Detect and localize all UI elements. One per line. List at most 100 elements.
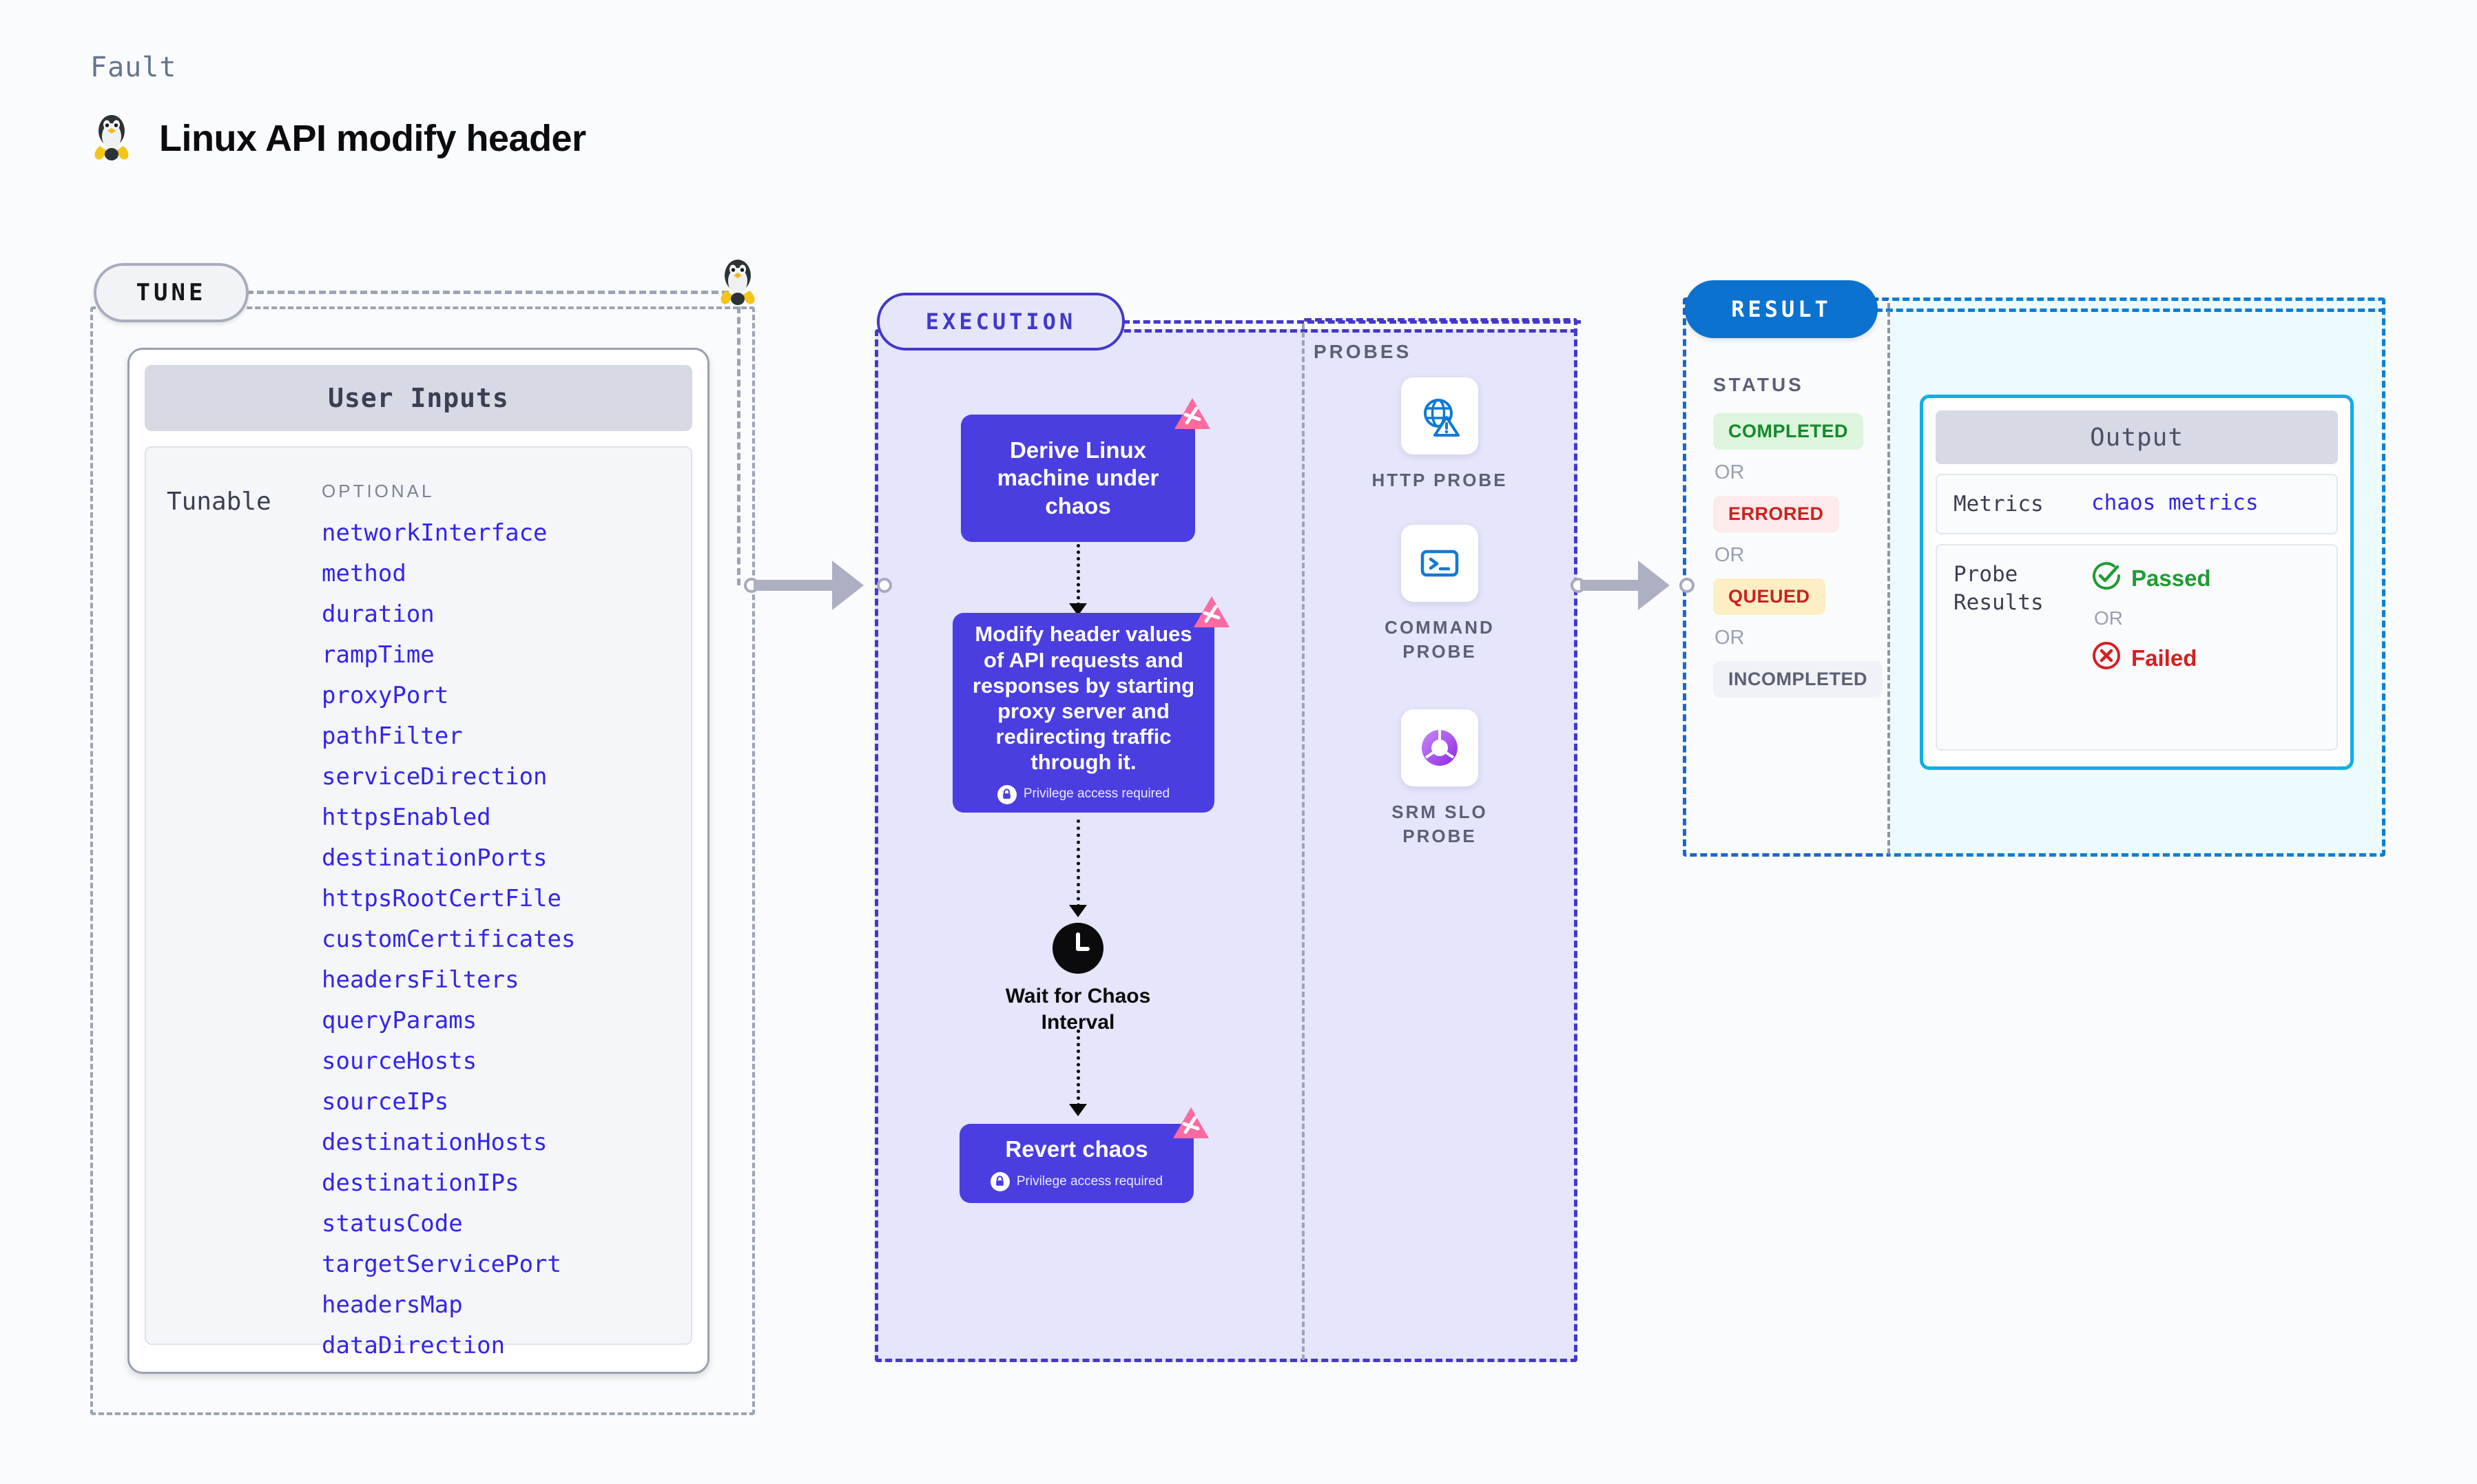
probes-divider [1302,324,1305,1360]
page-title: Linux API modify header [159,117,586,159]
privilege-text: Privilege access required [1023,786,1170,802]
param-item[interactable]: duration [322,600,435,628]
param-item[interactable]: proxyPort [322,682,449,709]
optional-label: OPTIONAL [322,481,435,501]
lock-icon [997,784,1017,804]
param-item[interactable]: httpsRootCertFile [322,885,561,912]
user-inputs-card: User Inputs Tunable OPTIONAL networkInte… [127,348,709,1374]
tunable-param-list: OPTIONAL networkInterface method duratio… [322,466,691,1357]
execution-node-modify[interactable]: Modify header values of API requests and… [953,596,1230,813]
passed-label: Passed [2131,565,2211,592]
wait-step-label: Wait for Chaos Interval [1005,985,1151,1034]
result-divider [1887,303,1890,854]
probe-label: SRM SLO PROBE [1391,802,1488,847]
probe-label: HTTP PROBE [1371,470,1508,490]
or-label: OR [1714,544,1745,566]
param-item[interactable]: rampTime [322,641,435,669]
status-badge-errored: ERRORED [1713,496,1839,532]
output-probe-results-row: Probe Results Passed OR [1936,544,2338,751]
privilege-text: Privilege access required [1016,1173,1163,1189]
flow-arrow [1077,819,1080,908]
tunable-group: Tunable OPTIONAL networkInterface method… [145,446,692,1357]
param-item[interactable]: dataDirection [322,1332,506,1359]
param-item[interactable]: queryParams [322,1007,477,1034]
chaos-badge-icon [1194,596,1230,627]
tune-pill[interactable]: TUNE [94,263,249,322]
param-item[interactable]: sourceHosts [322,1047,477,1075]
chaos-badge-icon [1174,398,1210,429]
donut-check-icon [1401,709,1478,786]
linux-penguin-icon [90,110,133,166]
probe-result-failed: Failed [2091,640,2211,676]
linux-penguin-icon [716,255,759,307]
execution-node-derive[interactable]: Derive Linux machine under chaos [961,398,1210,542]
execution-connector-line [1123,320,1581,324]
execution-pill[interactable]: EXECUTION [877,293,1125,351]
node-label: Revert chaos [1005,1136,1148,1162]
terminal-icon [1401,525,1478,602]
metrics-key: Metrics [1953,492,2044,516]
flow-arrow [1077,544,1080,606]
flow-arrow-head [1069,1104,1087,1116]
node-label: Derive Linux machine under chaos [997,437,1159,519]
or-label: OR [1714,627,1745,649]
probe-label: COMMAND PROBE [1385,617,1495,662]
param-item[interactable]: destinationHosts [322,1129,548,1156]
status-badge-completed: COMPLETED [1713,413,1864,450]
or-label: OR [2094,607,2123,629]
param-item[interactable]: sourceIPs [322,1088,449,1116]
wait-for-chaos-interval-step: Wait for Chaos Interval [1002,923,1154,1035]
failed-label: Failed [2131,645,2197,671]
lock-icon [990,1171,1010,1191]
param-item[interactable]: serviceDirection [322,763,548,791]
clock-icon [1053,923,1103,974]
result-status-region [1683,297,1889,857]
privilege-note: Privilege access required [990,1171,1163,1191]
chaos-badge-icon [1173,1107,1209,1138]
connector-tune-to-execution [744,558,892,613]
status-list: COMPLETED OR ERRORED OR QUEUED OR INCOMP… [1713,413,1883,698]
probe-http[interactable]: HTTP PROBE [1357,377,1522,492]
flow-arrow-head [1069,905,1087,917]
result-pill[interactable]: RESULT [1685,280,1878,338]
probe-result-passed: Passed [2091,561,2211,596]
privilege-note: Privilege access required [997,784,1170,804]
execution-node-revert[interactable]: Revert chaos Privilege access required [960,1107,1209,1203]
check-circle-icon [2091,561,2122,596]
tunable-label: Tunable [167,488,271,516]
param-item[interactable]: destinationPorts [322,844,548,872]
result-connector-line [1876,309,2385,312]
output-header: Output [1936,410,2338,464]
tune-dropline [737,296,740,585]
probe-results-key: Probe Results [1953,562,2044,615]
param-item[interactable]: destinationIPs [322,1169,519,1197]
flow-arrow [1077,1030,1080,1107]
connector-execution-to-result [1571,558,1694,613]
probe-command[interactable]: COMMAND PROBE [1357,525,1522,664]
param-item[interactable]: targetServicePort [322,1251,561,1278]
globe-alert-icon [1401,377,1478,454]
flow-arrow-head [1069,603,1087,616]
probe-srm-slo[interactable]: SRM SLO PROBE [1357,709,1522,848]
param-item[interactable]: headersFilters [322,966,519,994]
tune-region [90,306,755,1415]
status-badge-queued: QUEUED [1713,578,1825,615]
param-item[interactable]: pathFilter [322,722,463,750]
probes-section-label: PROBES [1314,341,1412,362]
param-item[interactable]: method [322,560,406,587]
tune-connector-line [247,291,729,294]
output-metrics-row: Metrics chaos metrics [1936,474,2338,535]
x-circle-icon [2091,640,2122,676]
param-item[interactable]: httpsEnabled [322,804,491,831]
param-item[interactable]: customCertificates [322,926,576,953]
param-item[interactable]: networkInterface [322,519,548,547]
param-item[interactable]: headersMap [322,1291,463,1319]
status-badge-incompleted: INCOMPLETED [1713,661,1883,698]
metrics-value[interactable]: chaos metrics [2091,490,2259,515]
or-label: OR [1714,461,1745,483]
output-card: Output Metrics chaos metrics Probe Resul… [1920,395,2354,770]
status-section-label: STATUS [1713,374,1804,395]
fault-kicker: Fault [90,52,177,83]
param-item[interactable]: statusCode [322,1210,463,1237]
page-title-row: Linux API modify header [90,110,586,166]
